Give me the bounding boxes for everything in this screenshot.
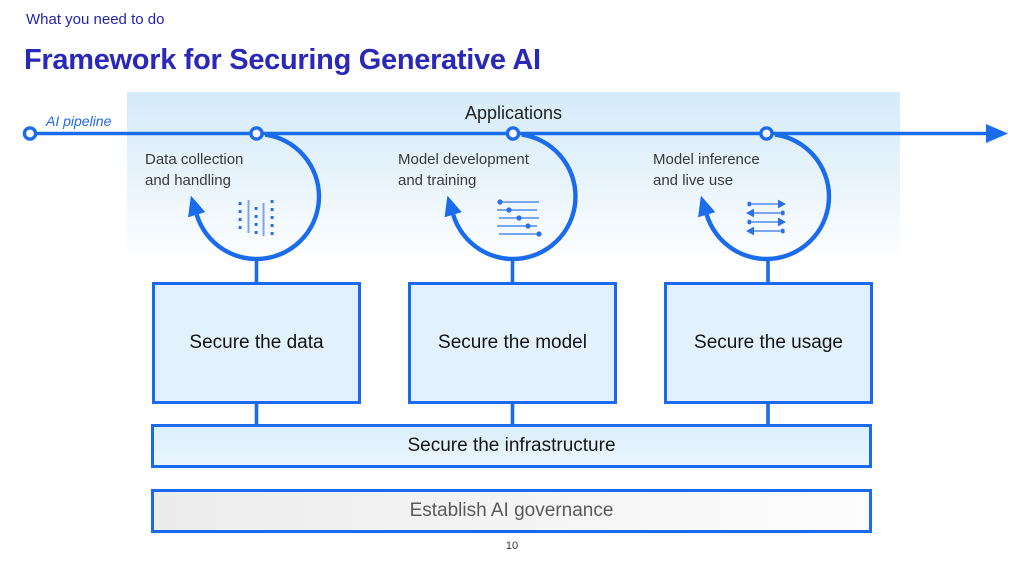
ai-pipeline-label: AI pipeline [46,113,112,129]
stage-label-model-inference: Model inference and live use [653,149,760,191]
secure-the-model-box: Secure the model [408,282,617,404]
secure-the-data-box: Secure the data [152,282,361,404]
pipeline-arrowhead-icon [986,124,1008,143]
box-to-infra-connectors [254,403,770,426]
stage-label-line: and training [398,172,477,189]
slide-eyebrow: What you need to do [26,11,165,28]
stage-label-line: and handling [145,172,231,189]
pipeline-node-start [22,126,38,141]
stage-label-line: Model inference [653,151,760,168]
secure-infrastructure-box: Secure the infrastructure [151,424,872,468]
stage-label-line: Data collection [145,151,244,168]
page-title: Framework for Securing Generative AI [24,44,541,76]
stage-label-line: and live use [653,172,734,189]
page-number: 10 [505,540,519,552]
stage-label-model-development: Model development and training [398,149,529,191]
stage-label-data-collection: Data collection and handling [145,149,243,191]
establish-governance-box: Establish AI governance [151,489,872,533]
stage-label-line: Model development [398,151,529,168]
secure-the-usage-box: Secure the usage [664,282,873,404]
applications-label: Applications [464,103,563,123]
